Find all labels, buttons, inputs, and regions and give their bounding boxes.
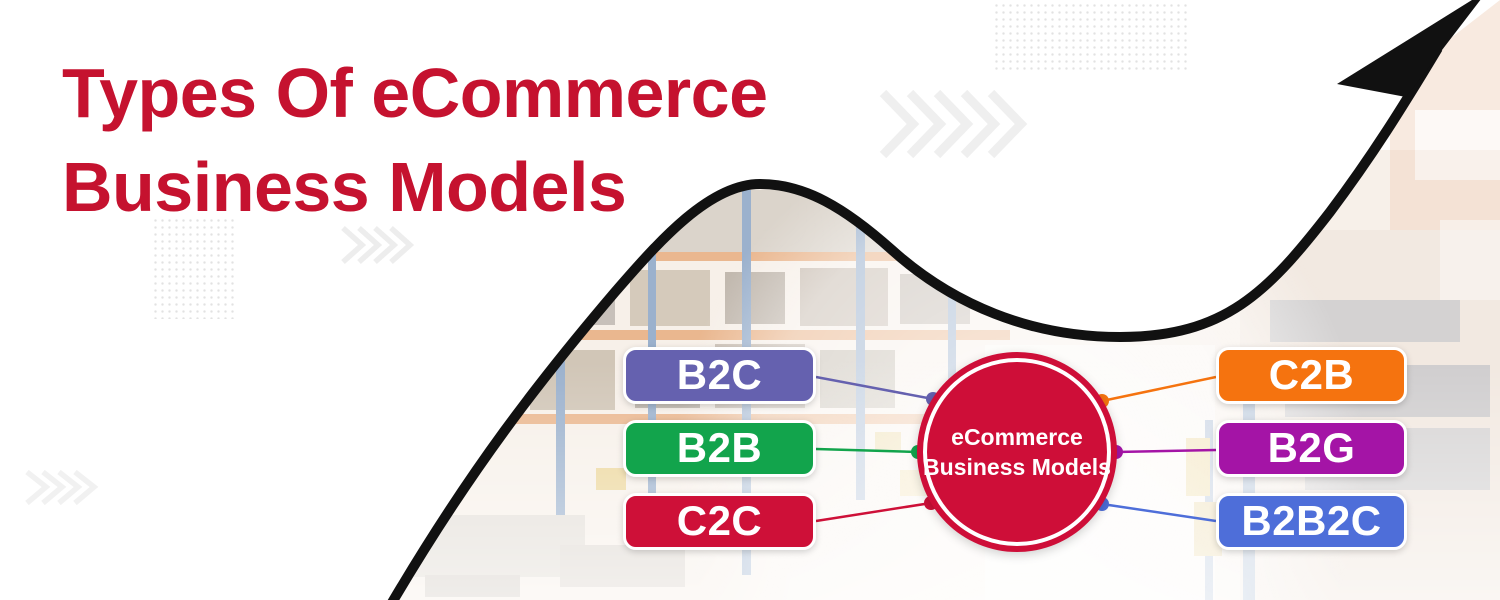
arrowhead-icon [1337,0,1481,97]
model-label-b2c: B2C [676,350,763,398]
dot-grid-pattern-top-right [993,2,1189,70]
connector-b2c [815,375,934,401]
center-circle-ring [923,358,1111,546]
connector-lines [815,375,1217,523]
model-label-b2b2c: B2B2C [1241,496,1382,544]
model-box-b2g: B2G [1216,420,1407,477]
model-label-c2b: C2B [1268,350,1355,398]
center-label-line1: eCommerce [951,424,1083,450]
connector-b2b2c [1101,502,1217,523]
page-title: Types Of eCommerce Business Models [62,46,768,234]
chevron-right-icon-group-bottom [25,469,99,506]
model-label-c2c: C2C [676,496,763,544]
dot-grid-pattern-left [152,217,238,319]
center-label-line2: Business Models [923,454,1111,480]
model-box-c2c: C2C [623,493,816,550]
model-label-b2g: B2G [1267,423,1356,471]
model-box-b2c: B2C [623,347,816,404]
connector-b2g [1115,448,1217,454]
model-box-c2b: C2B [1216,347,1407,404]
page-title-line2: Business Models [62,148,627,226]
chevron-right-icon-group-middle [341,225,415,265]
connector-c2b [1101,375,1217,403]
chevron-right-icon-group-top [879,89,1028,159]
connector-b2b [815,447,919,454]
model-label-b2b: B2B [676,423,763,471]
model-box-b2b: B2B [623,420,816,477]
page-title-line1: Types Of eCommerce [62,54,768,132]
model-box-b2b2c: B2B2C [1216,493,1407,550]
center-circle-label: eCommerce Business Models [917,352,1117,552]
growth-curve [387,45,1443,600]
center-circle: eCommerce Business Models [917,352,1117,552]
connector-c2c [815,501,932,523]
